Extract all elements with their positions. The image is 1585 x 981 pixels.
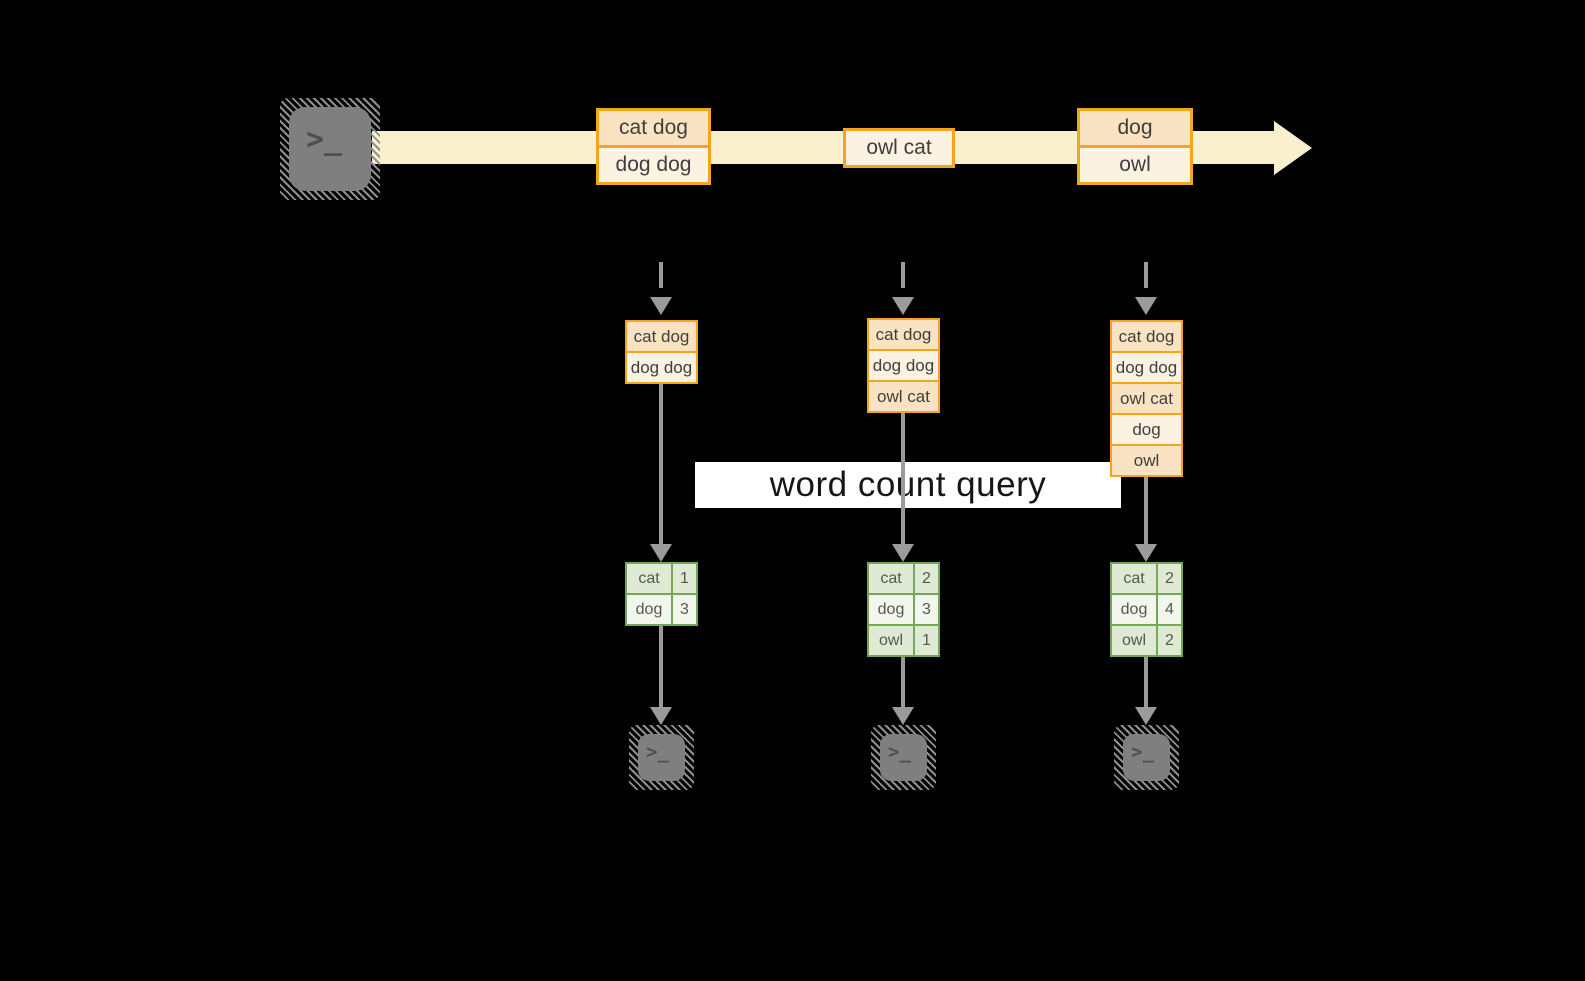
arrowhead-icon xyxy=(1135,544,1157,562)
query-label: word count query xyxy=(769,465,1047,504)
terminal-screen: >_ xyxy=(638,734,685,781)
output-arrow xyxy=(1135,657,1157,725)
prompt-glyph-icon: >_ xyxy=(1131,740,1154,763)
input-table-3: cat dog dog dog owl cat dog owl xyxy=(1110,320,1183,477)
input-record: cat dog xyxy=(1112,322,1181,351)
arrowhead-icon xyxy=(1135,297,1157,315)
arrowhead-icon xyxy=(892,297,914,315)
input-record: owl cat xyxy=(869,382,938,411)
terminal-screen: >_ xyxy=(289,107,371,191)
input-record: dog xyxy=(1112,415,1181,444)
result-table-2: cat 2 dog 3 owl 1 xyxy=(867,562,940,657)
arrowhead-icon xyxy=(650,544,672,562)
result-word-cell: owl xyxy=(1112,626,1156,655)
prompt-glyph-icon: >_ xyxy=(888,740,911,763)
input-table-1: cat dog dog dog xyxy=(625,320,698,384)
ingest-arrow xyxy=(892,262,914,315)
sink-terminal-icon: >_ xyxy=(1114,725,1179,790)
prompt-glyph-icon: >_ xyxy=(305,121,343,157)
result-word-cell: cat xyxy=(627,564,671,593)
result-count-cell: 3 xyxy=(673,595,696,624)
ingest-arrow xyxy=(650,262,672,315)
input-record: dog dog xyxy=(869,351,938,380)
output-arrow xyxy=(650,626,672,725)
input-table-2: cat dog dog dog owl cat xyxy=(867,318,940,413)
result-count-cell: 1 xyxy=(915,626,938,655)
result-word-cell: cat xyxy=(869,564,913,593)
stream-batch-2: owl cat xyxy=(843,128,955,168)
result-word-cell: owl xyxy=(869,626,913,655)
query-flow-arrow xyxy=(1135,477,1157,562)
result-word-cell: dog xyxy=(869,595,913,624)
stream-batch-3: dog owl xyxy=(1077,108,1193,185)
sink-terminal-icon: >_ xyxy=(629,725,694,790)
query-flow-arrow xyxy=(892,413,914,562)
result-word-cell: dog xyxy=(1112,595,1156,624)
result-count-cell: 3 xyxy=(915,595,938,624)
stream-record: dog dog xyxy=(599,148,708,182)
result-count-cell: 2 xyxy=(1158,564,1181,593)
input-record: cat dog xyxy=(869,320,938,349)
input-record: dog dog xyxy=(627,353,696,382)
stream-record: dog xyxy=(1080,111,1190,145)
source-terminal-icon: >_ xyxy=(280,98,380,200)
result-table-1: cat 1 dog 3 xyxy=(625,562,698,626)
arrowhead-icon xyxy=(1135,707,1157,725)
input-record: owl xyxy=(1112,446,1181,475)
input-record: cat dog xyxy=(627,322,696,351)
terminal-screen: >_ xyxy=(1123,734,1170,781)
terminal-screen: >_ xyxy=(880,734,927,781)
stream-record: cat dog xyxy=(599,111,708,145)
result-count-cell: 4 xyxy=(1158,595,1181,624)
query-label-banner: word count query xyxy=(695,462,1121,508)
arrowhead-icon xyxy=(650,707,672,725)
result-count-cell: 2 xyxy=(1158,626,1181,655)
arrowhead-icon xyxy=(650,297,672,315)
query-flow-arrow xyxy=(650,384,672,562)
result-count-cell: 1 xyxy=(673,564,696,593)
ingest-arrow xyxy=(1135,262,1157,315)
input-record: dog dog xyxy=(1112,353,1181,382)
prompt-glyph-icon: >_ xyxy=(646,740,669,763)
result-word-cell: dog xyxy=(627,595,671,624)
stream-timeline-arrowhead-icon xyxy=(1274,121,1312,175)
output-arrow xyxy=(892,657,914,725)
input-record: owl cat xyxy=(1112,384,1181,413)
stream-batch-1: cat dog dog dog xyxy=(596,108,711,185)
stream-record: owl xyxy=(1080,148,1190,182)
result-word-cell: cat xyxy=(1112,564,1156,593)
arrowhead-icon xyxy=(892,707,914,725)
arrowhead-icon xyxy=(892,544,914,562)
sink-terminal-icon: >_ xyxy=(871,725,936,790)
result-count-cell: 2 xyxy=(915,564,938,593)
stream-record: owl cat xyxy=(846,131,952,165)
result-table-3: cat 2 dog 4 owl 2 xyxy=(1110,562,1183,657)
